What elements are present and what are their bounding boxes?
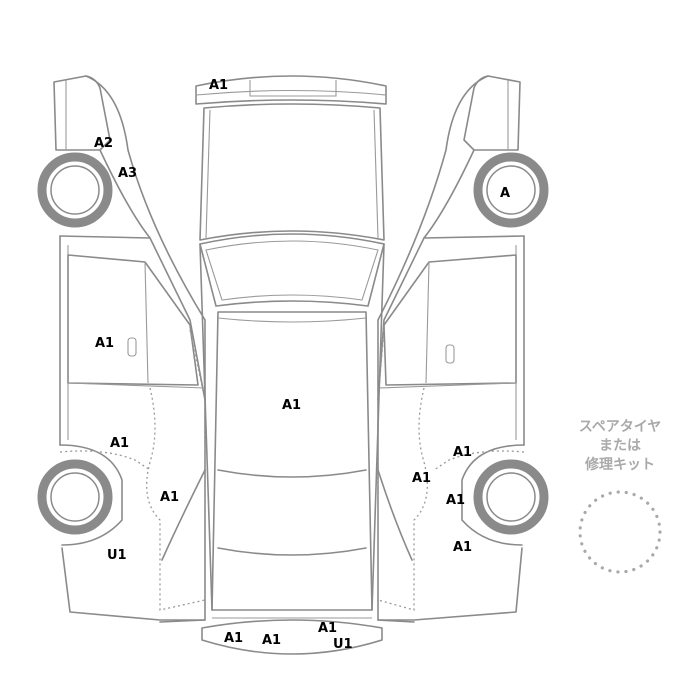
- spare-tire-label-line2: または: [599, 438, 641, 454]
- mark-left-fender-a3: A3: [118, 166, 137, 181]
- spare-tire-label: スペアタイヤ または 修理キット: [560, 418, 680, 475]
- left-front-tire: [37, 152, 113, 228]
- mark-left-fender-a2: A2: [94, 136, 113, 151]
- damage-marks: A1 A2 A3 A A1 A1 A1 A1 U1 A1 A1 A1 A1 A1…: [94, 78, 510, 652]
- mark-right-rear-quarter-1: A1: [446, 493, 465, 508]
- mark-left-rear-bumper: U1: [107, 548, 127, 563]
- mark-rear-bumper-left: A1: [224, 631, 243, 646]
- mark-right-rear-door-lower: A1: [412, 471, 431, 486]
- mark-front-bumper: A1: [209, 78, 228, 93]
- right-side-view: [377, 75, 525, 623]
- mark-left-front-door: A1: [95, 336, 114, 351]
- mark-right-front-wheel: A: [500, 186, 510, 201]
- mark-rear-bumper-right: A1: [318, 621, 337, 636]
- right-front-tire: [473, 152, 549, 228]
- right-rear-tire: [473, 459, 549, 535]
- spare-tire-circle: [578, 490, 662, 574]
- spare-tire-label-line3: 修理キット: [585, 457, 655, 473]
- mark-left-rear-quarter: A1: [160, 490, 179, 505]
- mark-roof: A1: [282, 398, 301, 413]
- top-view: [195, 75, 387, 655]
- spare-tire-label-line1: スペアタイヤ: [578, 419, 662, 435]
- left-side-view: [53, 75, 206, 623]
- mark-left-rear-door: A1: [110, 436, 129, 451]
- mark-right-rear-door-upper: A1: [453, 445, 472, 460]
- mark-rear-bumper-center: A1: [262, 633, 281, 648]
- mark-rear-bumper-u1: U1: [333, 637, 353, 652]
- left-rear-tire: [37, 459, 113, 535]
- mark-right-rear-quarter-2: A1: [453, 540, 472, 555]
